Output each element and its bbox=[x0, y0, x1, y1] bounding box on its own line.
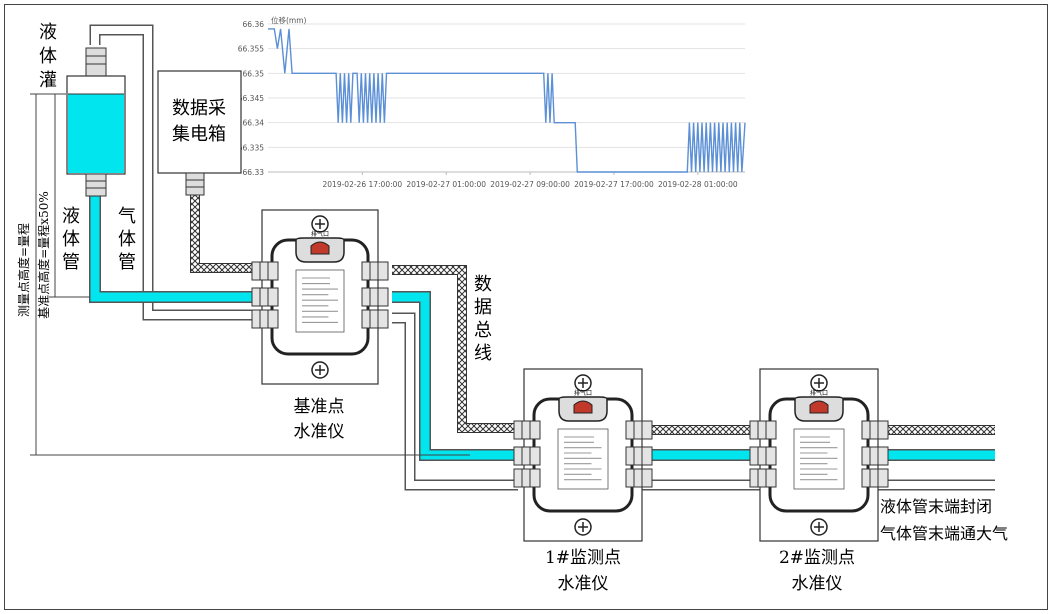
liquid-pipe-2 bbox=[392, 292, 518, 460]
reference-instrument-label-line2: 水准仪 bbox=[294, 422, 345, 442]
monitor-point-1-instrument: 排气口 bbox=[513, 368, 653, 542]
chart-ytick-label: 66.345 bbox=[238, 94, 264, 103]
gas-connector-right bbox=[861, 468, 889, 488]
chart-background bbox=[256, 12, 752, 197]
gas-connector-left bbox=[513, 468, 541, 488]
collector-body bbox=[157, 70, 242, 174]
tank-liquid bbox=[68, 94, 124, 173]
liquid-connector-left bbox=[513, 446, 541, 466]
nameplate bbox=[557, 428, 609, 490]
liquid-tank bbox=[66, 47, 126, 197]
vent-label: 排气口 bbox=[574, 389, 592, 397]
bus-connector-left bbox=[513, 420, 541, 440]
tank-top-fitting bbox=[85, 47, 107, 77]
chart-ylabel: 位移(mm) bbox=[271, 15, 307, 25]
vent-label: 排气口 bbox=[810, 389, 828, 397]
bus-connector-right bbox=[861, 420, 889, 440]
gas-pipe-label: 气体管 bbox=[118, 206, 136, 273]
data-bus-label-char: 总 bbox=[474, 320, 492, 341]
chart-xtick-label: 2019-02-27 09:00:00 bbox=[490, 180, 570, 189]
liquid-connector-right bbox=[625, 446, 653, 466]
data-bus-label-char: 据 bbox=[474, 297, 492, 318]
tank-label-char: 灌 bbox=[39, 70, 57, 91]
dimension-lines bbox=[30, 93, 470, 456]
gas-pipe-label-char: 体 bbox=[118, 229, 136, 250]
outer-frame bbox=[4, 4, 1048, 610]
vent-plug bbox=[573, 400, 593, 414]
chart-xtick-label: 2019-02-27 01:00:00 bbox=[406, 180, 486, 189]
liquid-connector-left bbox=[749, 446, 777, 466]
reference-height-label: 基准点高度=量程x50% bbox=[36, 191, 51, 319]
gas-pipe-label-char: 管 bbox=[118, 252, 136, 273]
data-collector-box bbox=[157, 70, 242, 196]
chart-ytick-label: 66.335 bbox=[238, 143, 264, 152]
bus-connector-left bbox=[749, 420, 777, 440]
tank-bottom-fitting bbox=[85, 173, 107, 197]
chart-ytick-label: 66.34 bbox=[243, 119, 265, 128]
end-note-gas: 气体管末端通大气 bbox=[880, 524, 1008, 543]
chart-ytick-label: 66.33 bbox=[243, 168, 265, 177]
vent-label: 排气口 bbox=[311, 230, 329, 238]
liquid-pipe-1 bbox=[90, 190, 253, 302]
collector-label-line2: 集电箱 bbox=[172, 124, 226, 145]
chart-xtick-label: 2019-02-28 01:00:00 bbox=[658, 180, 738, 189]
chart-xtick-label: 2019-02-27 17:00:00 bbox=[574, 180, 654, 189]
monitor1-label-line1: 1#监测点 bbox=[545, 548, 621, 568]
monitor2-label-line1: 2#监测点 bbox=[779, 548, 855, 568]
reference-point-instrument: 排气口 bbox=[251, 209, 389, 385]
bus-connector-right bbox=[361, 261, 389, 281]
chart-series-line bbox=[268, 28, 746, 173]
collector-fitting bbox=[185, 172, 205, 196]
liquid-connector-right bbox=[361, 287, 389, 307]
gas-pipe-2 bbox=[392, 314, 518, 489]
pipes bbox=[89, 24, 995, 491]
bus-cable-1 bbox=[191, 195, 253, 272]
gas-pipe-1 bbox=[91, 26, 253, 319]
data-bus-label-char: 数 bbox=[474, 274, 492, 295]
displacement-chart: 66.36 66.355 66.35 66.345 66.34 66.335 66.33 2… bbox=[238, 12, 752, 197]
vent-plug bbox=[310, 241, 330, 255]
monitor2-label-line2: 水准仪 bbox=[792, 574, 843, 594]
liquid-pipe-label-char: 管 bbox=[62, 252, 80, 273]
bus-cable-2 bbox=[392, 266, 518, 432]
gas-connector-left bbox=[749, 468, 777, 488]
chart-y-ticks: 66.36 66.355 66.35 66.345 66.34 66.335 66.33 bbox=[238, 20, 264, 177]
data-bus-label-char: 线 bbox=[474, 343, 492, 364]
bus-outline-1 bbox=[190, 195, 253, 273]
liquid-connector-right bbox=[861, 446, 889, 466]
vent-plug bbox=[809, 400, 829, 414]
monitor-point-2-instrument: 排气口 bbox=[749, 368, 889, 542]
measure-height-label: 测量点高度=量程 bbox=[16, 223, 31, 317]
liquid-pipe-label: 液体管 bbox=[62, 206, 80, 273]
tank-label-char: 液 bbox=[39, 22, 57, 43]
liquid-pipe-label-char: 体 bbox=[62, 229, 80, 250]
nameplate bbox=[793, 428, 845, 490]
gas-connector-left bbox=[251, 309, 279, 329]
bus-connector-left bbox=[251, 261, 279, 281]
nameplate bbox=[295, 269, 345, 333]
tank-label: 液体灌 bbox=[39, 22, 57, 91]
end-note-liquid: 液体管末端封闭 bbox=[880, 497, 992, 516]
liquid-connector-left bbox=[251, 287, 279, 307]
liquid-pipe-label-char: 液 bbox=[62, 206, 80, 227]
chart-xtick-label: 2019-02-26 17:00:00 bbox=[323, 180, 403, 189]
monitor1-label-line2: 水准仪 bbox=[558, 574, 609, 594]
chart-ytick-label: 66.36 bbox=[243, 20, 265, 29]
reference-instrument-label-line1: 基准点 bbox=[294, 397, 345, 417]
chart-ytick-label: 66.35 bbox=[243, 69, 265, 78]
gas-connector-right bbox=[361, 309, 389, 329]
gas-connector-right bbox=[625, 468, 653, 488]
chart-ytick-label: 66.355 bbox=[238, 45, 264, 54]
bus-connector-right bbox=[625, 420, 653, 440]
collector-label-line1: 数据采 bbox=[172, 98, 226, 119]
gas-pipe-label-char: 气 bbox=[118, 206, 136, 227]
tank-label-char: 体 bbox=[39, 46, 57, 67]
